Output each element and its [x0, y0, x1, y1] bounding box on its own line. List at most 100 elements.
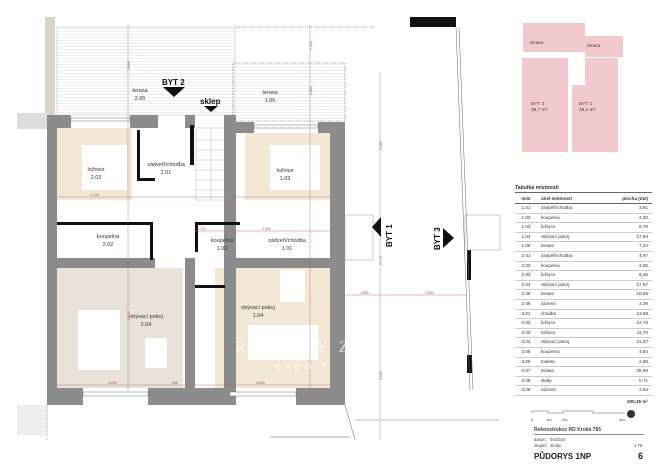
- room-number-cell: 1.05: [521, 243, 531, 249]
- datum-value: 04/2024: [550, 437, 566, 442]
- room-area-cell: 5,71: [639, 377, 648, 383]
- key-byt2: [522, 58, 568, 152]
- project-name: Rekonstrukce RD Kroká 785: [534, 427, 644, 435]
- room-number-cell: 3.07: [521, 368, 531, 374]
- room-area-cell: 11,70: [636, 329, 648, 335]
- room-name: ložnice: [276, 168, 293, 174]
- room-name: ložnice: [87, 167, 104, 173]
- key-terasa-label: terasa: [530, 41, 544, 46]
- key-byt2-area: 38,7 m²: [531, 108, 548, 113]
- bed-2-03: [82, 145, 127, 190]
- dim-label: 4.530: [108, 381, 117, 385]
- room-area-cell: 8,79: [639, 224, 648, 230]
- room-table: Tabulka místností míst účel místnosti pl…: [515, 185, 652, 404]
- room-number-cell: 1.02: [521, 214, 531, 220]
- bed-1-03: [270, 145, 320, 190]
- room-number: 2.04: [141, 322, 152, 328]
- room-number: 1.05: [265, 98, 276, 104]
- room-number-cell: 2.05: [521, 291, 531, 297]
- scale-tick: 4m: [619, 417, 625, 422]
- sofa-2-04: [78, 310, 120, 370]
- sklep-label: sklep: [200, 97, 221, 106]
- room-number: 1.03: [280, 176, 291, 182]
- room-purpose-cell: koupelna: [541, 262, 560, 268]
- room-number-cell: 3.01: [521, 310, 531, 316]
- table-row: 2.01 zádveří/chodba 4,97: [515, 252, 652, 262]
- room-area-cell: 4,97: [639, 252, 648, 258]
- stupen-label: stupeň: [534, 443, 547, 448]
- room-labels: terasa 2.05 terasa 1.05 ložnice 2.03 zád…: [87, 88, 306, 328]
- room-area-cell: 3,64: [639, 387, 648, 393]
- room-area-cell: 25,90: [636, 368, 649, 374]
- byt1-label: BYT 1: [385, 224, 394, 247]
- apartment-markers: BYT 2 sklep BYT 1 BYT 3: [162, 78, 454, 250]
- room-purpose-cell: toaleta: [541, 358, 555, 364]
- room-number: 2.05: [135, 96, 146, 102]
- room-purpose-cell: sklep: [541, 377, 552, 383]
- scale-tick: 0: [531, 417, 534, 422]
- watermark: REALITY Z export: [235, 339, 349, 373]
- scale-tick: 1m: [546, 417, 552, 422]
- terrace-1-05: [232, 62, 346, 122]
- datum-label: datum: [534, 437, 546, 442]
- room-name: zádveří/chodba: [268, 238, 307, 244]
- room-number: 2.02: [103, 242, 114, 248]
- room-number-cell: 3.02: [521, 320, 531, 326]
- partitions: [57, 17, 472, 373]
- key-byt1-label: BYT 1 36,1 m²: [579, 102, 595, 114]
- watermark-line2: export: [275, 361, 330, 373]
- room-area-cell: 21,97: [636, 339, 649, 345]
- room-area-cell: 3,30: [639, 214, 648, 220]
- room-purpose-cell: zázemí: [541, 300, 556, 306]
- marker-triangle-icon: [443, 228, 454, 248]
- key-byt1-upper: [585, 58, 618, 86]
- key-byt1: [572, 85, 618, 152]
- room-purpose-cell: terasa: [541, 291, 554, 297]
- room-table-title: Tabulka místností: [515, 185, 652, 193]
- room-name: obývací pokoj: [129, 314, 163, 320]
- room-area-cell: 7,44: [639, 243, 648, 249]
- byt2-label: BYT 2: [162, 78, 185, 87]
- room-area-cell: 9,26: [639, 272, 648, 278]
- dim-label: 1.725: [90, 193, 99, 197]
- windows: [70, 117, 319, 397]
- key-terasa-1: [585, 36, 623, 57]
- room-number-cell: 2.02: [521, 262, 531, 268]
- room-number-cell: 3.03: [521, 329, 531, 335]
- room-number-cell: 2.04: [521, 281, 531, 287]
- key-byt2-label: BYT 2 38,7 m²: [531, 102, 547, 114]
- room-purpose-cell: zádveří/chodba: [541, 252, 573, 258]
- dim-label: 1.315: [309, 41, 313, 50]
- key-terasa-label: terasa: [587, 44, 601, 49]
- room-number: 2.01: [161, 170, 172, 176]
- room-purpose-cell: obývací pokoj: [541, 233, 570, 239]
- room-number: 1.04: [253, 313, 264, 319]
- col-header: plocha (m2): [622, 196, 648, 201]
- dim-label: 400: [172, 381, 178, 385]
- drawing-title: PŮDORYS 1NP: [534, 452, 592, 461]
- dim-label: 4.150: [127, 311, 131, 320]
- room-area-cell: 16,86: [636, 291, 649, 297]
- dim-label: 5.000: [379, 141, 383, 150]
- room-number: 2.03: [91, 175, 102, 181]
- room-number-cell: 2.01: [521, 252, 531, 258]
- table-1-04: [280, 270, 305, 302]
- key-byt2-name: BYT 2: [531, 102, 545, 107]
- dim-label: 1.550: [360, 291, 369, 295]
- exterior-lines: [46, 26, 501, 441]
- room-number-cell: 3.06: [521, 358, 531, 364]
- room-area-cell: 17,97: [636, 281, 649, 287]
- north-arrow-icon: [627, 410, 635, 418]
- room-number-cell: 2.06: [521, 300, 531, 306]
- room-name: koupelna: [211, 238, 234, 244]
